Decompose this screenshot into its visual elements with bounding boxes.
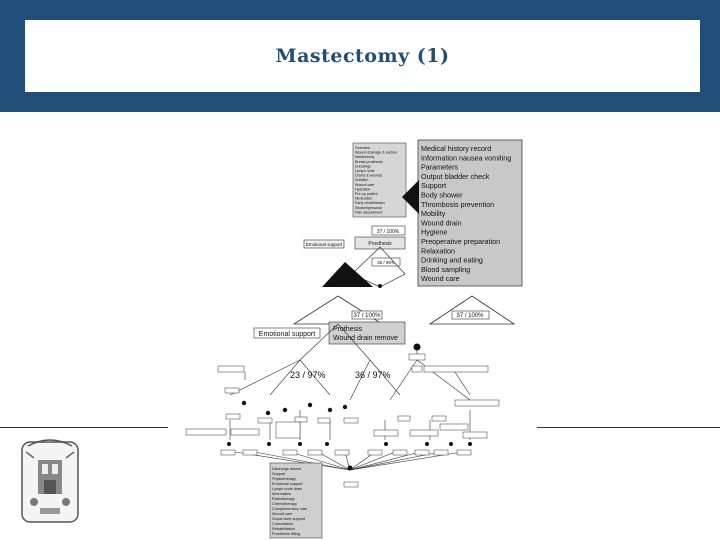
prosthesis-line-1: Prothesis	[333, 326, 363, 333]
bottom-list-item: Social work support	[272, 517, 306, 521]
percent-right: 36 / 97%	[355, 370, 391, 380]
mid-left-triangle	[292, 295, 384, 325]
side-list-item: Body shower	[421, 191, 463, 200]
side-list-item: Drinking and eating	[421, 256, 483, 265]
bottom-list-item: Discharge advice	[272, 467, 301, 471]
top-percent-box	[371, 257, 401, 267]
top-list-item: Hydration	[355, 187, 370, 191]
top-list-item: Overview	[355, 146, 370, 150]
top-list-item: Nutrition	[355, 178, 368, 182]
bottom-list-item: Prosthesis fitting	[272, 532, 300, 536]
side-list-item: Thrombosis prevention	[421, 200, 494, 209]
bottom-list-item: Rehabilitation	[272, 527, 295, 531]
top-small-box	[371, 225, 406, 236]
top-black-triangle	[322, 262, 373, 287]
top-list-item: Pre-op patient	[355, 192, 378, 196]
top-node	[378, 284, 382, 288]
left-separator-line	[0, 427, 168, 428]
prosthesis-line-2: Wound drain remove	[333, 335, 398, 342]
side-list-item: Support	[421, 181, 446, 190]
bottom-list-item: Wound care	[272, 512, 292, 516]
header-band: Mastectomy (1)	[0, 0, 720, 112]
side-list-item: Output bladder check	[421, 172, 490, 181]
side-list-item: Information nausea vomiting	[421, 153, 511, 162]
university-seal-logo	[21, 439, 79, 523]
top-small-label: 37 / 100%	[377, 229, 400, 235]
top-left-box	[303, 239, 345, 249]
top-list-box	[352, 142, 407, 218]
emotional-support-label: Emotional support	[259, 331, 315, 338]
bottom-list-item: Physiotherapy	[272, 477, 296, 481]
emotional-support-box	[253, 327, 321, 339]
side-list-pointer	[402, 180, 419, 214]
side-list-item: Hygiene	[421, 228, 447, 237]
bottom-list: Discharge adviceSupportPhysiotherapyEmot…	[272, 467, 307, 536]
prosthesis-box	[328, 321, 406, 345]
side-list-item: Wound drain	[421, 218, 462, 227]
bottom-list-box	[269, 462, 323, 539]
top-list-item: Early rehabilitation	[355, 201, 385, 205]
mid-left-box	[351, 310, 383, 320]
top-list-item: Medication	[355, 197, 372, 201]
side-list-item: Medical history record	[421, 144, 491, 153]
top-list-item: Drains & wounds	[355, 174, 382, 178]
right-separator-line	[537, 427, 720, 428]
top-list-item: Shower/personal	[355, 206, 382, 210]
side-list-item: Preoperative preparation	[421, 237, 500, 246]
top-percent-label: 35 / 95%	[377, 260, 395, 265]
side-list-item: Wound care	[421, 274, 460, 283]
side-list-item: Relaxation	[421, 246, 455, 255]
top-list-item: Breast prosthesis	[355, 160, 383, 164]
bottom-list-item: Complementary care	[272, 507, 307, 511]
mid-right-box	[451, 310, 490, 320]
mid-right-label: 37 / 100%	[456, 313, 484, 319]
side-list-box	[417, 139, 523, 287]
top-note-box	[354, 236, 406, 250]
bottom-list-item: Radiotherapy	[272, 497, 295, 501]
percent-left: 23 / 97%	[290, 370, 326, 380]
top-list-item: Wound care	[355, 183, 374, 187]
top-list-item: Dressings	[355, 164, 371, 168]
side-list-item: Mobility	[421, 209, 446, 218]
node-dots	[227, 343, 472, 471]
side-list-item: Blood sampling	[421, 265, 470, 274]
side-list-item: Parameters	[421, 163, 459, 172]
top-left-label: Emotional support	[306, 242, 343, 247]
bottom-list-item: Emotional support	[272, 482, 304, 486]
top-list-item: Wound drainage & suction	[355, 151, 397, 155]
connector-lines	[229, 323, 471, 471]
mid-right-triangle	[428, 295, 516, 325]
bottom-list-item: Information	[272, 492, 291, 496]
mid-left-label: 37 / 100%	[353, 313, 381, 319]
small-node-boxes	[185, 353, 500, 488]
slide-title: Mastectomy (1)	[275, 45, 450, 67]
bottom-list-item: Support	[272, 472, 286, 476]
top-list-item: Pain assessment	[355, 210, 382, 214]
top-list-item: Lymph node	[355, 169, 375, 173]
bottom-list-item: Lymph node drain	[272, 487, 302, 491]
title-box: Mastectomy (1)	[25, 20, 700, 92]
top-list-item: Mastectomy	[355, 155, 375, 159]
top-note-label: Prosthesis	[368, 241, 392, 247]
bottom-list-item: Consultation	[272, 522, 293, 526]
bottom-list-item: Chemotherapy	[272, 502, 297, 506]
